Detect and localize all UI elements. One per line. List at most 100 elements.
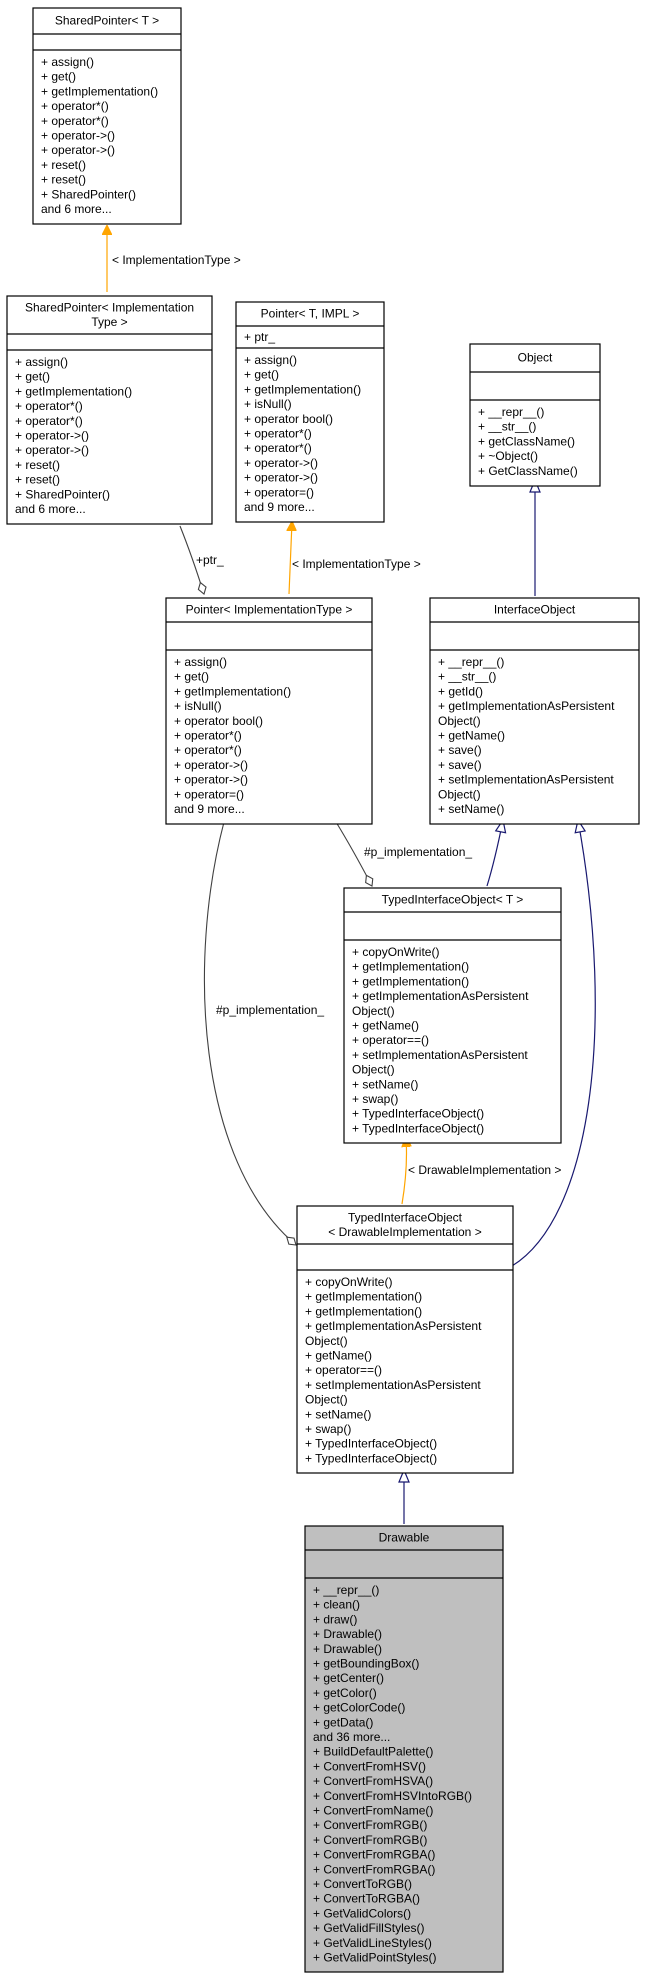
- class-method: + ConvertFromName(): [313, 1804, 433, 1818]
- class-interface-object[interactable]: InterfaceObject+ __repr__()+ __str__()+ …: [429, 597, 640, 825]
- class-method: + BuildDefaultPalette(): [313, 1745, 433, 1759]
- class-method: + operator*(): [15, 414, 83, 428]
- class-method: + ConvertFromHSVIntoRGB(): [313, 1789, 472, 1803]
- class-method: Object(): [438, 714, 481, 728]
- class-shared-pointer-impl[interactable]: SharedPointer< ImplementationType > + ass…: [6, 295, 213, 525]
- class-method: + operator*(): [244, 441, 312, 455]
- class-method: + assign(): [174, 655, 227, 669]
- class-method: + TypedInterfaceObject(): [352, 1107, 484, 1121]
- class-method: + operator=(): [174, 787, 244, 801]
- class-method: + operator->(): [174, 758, 248, 772]
- class-method: + clean(): [313, 1598, 360, 1612]
- class-method: + copyOnWrite(): [305, 1275, 392, 1289]
- class-method: + setImplementationAsPersistent: [352, 1048, 528, 1062]
- class-method: + getColor(): [313, 1686, 377, 1700]
- class-title: SharedPointer< Implementation: [25, 300, 194, 314]
- class-method: + TypedInterfaceObject(): [352, 1121, 484, 1135]
- class-title: SharedPointer< T >: [55, 14, 159, 28]
- class-object[interactable]: Object+ __repr__()+ __str__()+ getClassN…: [469, 343, 601, 487]
- class-method: + SharedPointer(): [15, 487, 110, 501]
- class-method: + ConvertFromHSV(): [313, 1759, 426, 1773]
- class-shared-pointer-t[interactable]: SharedPointer< T >+ assign()+ get()+ get…: [32, 7, 182, 225]
- class-pointer-t-impl[interactable]: Pointer< T, IMPL > + ptr_ + assign()+ get(…: [235, 301, 385, 523]
- class-typed-interface-object-drawable[interactable]: TypedInterfaceObject< DrawableImplementa…: [296, 1205, 514, 1474]
- class-method: + operator bool(): [174, 714, 263, 728]
- class-method: + getClassName(): [478, 434, 575, 448]
- class-method: Object(): [352, 1063, 395, 1077]
- class-method: and 6 more...: [15, 502, 86, 516]
- class-method: + draw(): [313, 1612, 357, 1626]
- edge-association-p-impl-2: [203, 821, 297, 1246]
- class-method: + isNull(): [174, 699, 222, 713]
- class-title: TypedInterfaceObject: [348, 1210, 463, 1224]
- class-pointer-impl-type[interactable]: Pointer< ImplementationType >+ assign()+…: [165, 597, 373, 825]
- class-method: + getImplementation(): [244, 382, 361, 396]
- class-method: + getImplementation(): [174, 684, 291, 698]
- class-method: + __str__(): [478, 420, 536, 434]
- class-method: + getName(): [438, 729, 505, 743]
- class-method: + Drawable(): [313, 1642, 382, 1656]
- class-method: + operator*(): [244, 427, 312, 441]
- class-method: + operator->(): [15, 429, 89, 443]
- class-method: + reset(): [15, 458, 60, 472]
- edge-association-ptr: [179, 525, 207, 595]
- class-method: + getImplementation(): [15, 384, 132, 398]
- class-method: + TypedInterfaceObject(): [305, 1437, 437, 1451]
- class-method: + Drawable(): [313, 1627, 382, 1641]
- class-method: + setName(): [352, 1077, 418, 1091]
- class-title: Type >: [91, 315, 127, 329]
- class-method: Object(): [305, 1334, 348, 1348]
- class-method: + ConvertFromRGBA(): [313, 1862, 435, 1876]
- class-method: + assign(): [244, 353, 297, 367]
- class-method: and 9 more...: [174, 802, 245, 816]
- class-box: [469, 343, 601, 487]
- class-method: + getName(): [352, 1019, 419, 1033]
- class-method: + getCenter(): [313, 1671, 384, 1685]
- class-title: Pointer< T, IMPL >: [261, 307, 360, 321]
- class-method: + operator->(): [244, 456, 318, 470]
- edge-label-ptr: +ptr_: [196, 553, 224, 567]
- class-method: + getImplementationAsPersistent: [305, 1319, 482, 1333]
- class-method: and 9 more...: [244, 500, 315, 514]
- class-title: Drawable: [379, 1531, 430, 1545]
- class-method: + ConvertFromRGB(): [313, 1818, 427, 1832]
- class-method: + operator bool(): [244, 412, 333, 426]
- edge-association-p-impl-1: [335, 821, 374, 887]
- class-method: + assign(): [15, 355, 68, 369]
- class-method: + ConvertToRGBA(): [313, 1892, 420, 1906]
- edge-label-impl-type-2: < ImplementationType >: [292, 557, 421, 571]
- class-method: + assign(): [41, 55, 94, 69]
- class-method: + get(): [244, 368, 279, 382]
- class-box: [296, 1205, 514, 1474]
- class-title: Object: [518, 351, 553, 365]
- class-method: + getData(): [313, 1715, 373, 1729]
- class-method: + get(): [15, 370, 50, 384]
- class-method: + GetValidLineStyles(): [313, 1936, 432, 1950]
- class-method: and 6 more...: [41, 202, 112, 216]
- class-method: + reset(): [41, 173, 86, 187]
- edge-inherit-typed-t-interfaceobject: [486, 820, 503, 887]
- class-method: + operator*(): [174, 729, 242, 743]
- class-method: + getImplementation(): [41, 84, 158, 98]
- class-method: + operator->(): [174, 773, 248, 787]
- class-method: + getImplementation(): [352, 960, 469, 974]
- class-attribute: + ptr_: [244, 330, 275, 344]
- class-typed-interface-object-t[interactable]: TypedInterfaceObject< T >+ copyOnWrite()…: [343, 887, 562, 1144]
- class-method: + ConvertFromRGB(): [313, 1833, 427, 1847]
- class-box: [429, 597, 640, 825]
- class-method: + GetValidFillStyles(): [313, 1921, 424, 1935]
- class-method: + SharedPointer(): [41, 187, 136, 201]
- class-layer: SharedPointer< T >+ assign()+ get()+ get…: [6, 7, 640, 1973]
- class-method: + __repr__(): [313, 1583, 379, 1597]
- class-method: + getImplementation(): [352, 974, 469, 988]
- class-method: + setName(): [305, 1407, 371, 1421]
- class-method: + operator*(): [15, 399, 83, 413]
- class-method: + operator=(): [244, 485, 314, 499]
- class-method: + get(): [174, 670, 209, 684]
- class-drawable[interactable]: Drawable+ __repr__()+ clean()+ draw()+ D…: [304, 1525, 504, 1973]
- class-method: + getImplementationAsPersistent: [438, 699, 615, 713]
- class-box: [304, 1525, 504, 1973]
- edge-label-p-impl-2: #p_implementation_: [216, 1003, 324, 1017]
- edge-label-impl-type-1: < ImplementationType >: [112, 253, 241, 267]
- class-method: + ConvertToRGB(): [313, 1877, 412, 1891]
